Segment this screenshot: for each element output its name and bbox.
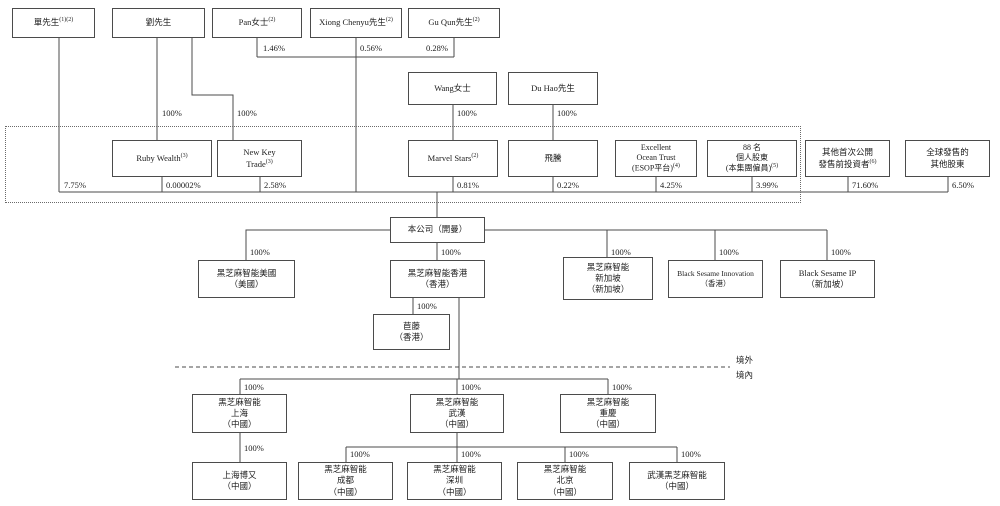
- pct-shanghai-to-boyou: 100%: [244, 443, 264, 453]
- pct-esop-trust: 4.25%: [660, 180, 682, 190]
- box-bst-shanghai: 黑芝麻智能 上海 （中國）: [192, 394, 287, 433]
- pct-shan-direct: 7.75%: [64, 180, 86, 190]
- pct-to-wuhan-black-sesame: 100%: [681, 449, 701, 459]
- pct-to-shenzhen: 100%: [461, 449, 481, 459]
- box-mr-gu-qun: Gu Qun先生(2): [408, 8, 500, 38]
- pct-to-chengdu: 100%: [350, 449, 370, 459]
- box-mr-shan: 單先生(1)(2): [12, 8, 95, 38]
- pct-hk-to-kuteng: 100%: [417, 301, 437, 311]
- box-ms-pan: Pan女士(2): [212, 8, 302, 38]
- box-bst-us: 黑芝麻智能美國 （美國）: [198, 260, 295, 298]
- box-other-global-offering-shareholders: 全球發售的 其他股東: [905, 140, 990, 177]
- box-marvel-stars: Marvel Stars(2): [408, 140, 498, 177]
- pct-company-to-singapore: 100%: [611, 247, 631, 257]
- onshore-label: 境內: [736, 370, 754, 380]
- pct-ruby-wealth: 0.00002%: [166, 180, 201, 190]
- pct-liu-to-new-key-trade: 100%: [237, 108, 257, 118]
- box-88-individual-shareholders: 88 名 個人股東 (本集團僱員)(5): [707, 140, 797, 177]
- pct-wang-to-marvel-stars: 100%: [457, 108, 477, 118]
- pct-feiteng: 0.22%: [557, 180, 579, 190]
- pct-to-wuhan: 100%: [461, 382, 481, 392]
- box-bst-hk: 黑芝麻智能香港 （香港）: [390, 260, 485, 298]
- pct-pan: 1.46%: [263, 43, 285, 53]
- box-wuhan-black-sesame: 武漢黑芝麻智能 （中國）: [629, 462, 725, 500]
- pct-to-beijing: 100%: [569, 449, 589, 459]
- pct-marvel-stars: 0.81%: [457, 180, 479, 190]
- box-excellent-ocean-trust-esop: Excellent Ocean Trust (ESOP平台)(4): [615, 140, 697, 177]
- box-ms-wang: Wang女士: [408, 72, 497, 105]
- pct-company-to-bsip: 100%: [831, 247, 851, 257]
- box-bst-wuhan: 黑芝麻智能 武漢 （中國）: [410, 394, 504, 433]
- box-bst-chengdu: 黑芝麻智能 成都 （中國）: [298, 462, 393, 500]
- box-bst-beijing: 黑芝麻智能 北京 （中國）: [517, 462, 613, 500]
- pct-xiong: 0.56%: [360, 43, 382, 53]
- pct-pre-ipo-investors: 71.60%: [852, 180, 879, 190]
- offshore-label: 境外: [736, 355, 754, 365]
- pct-to-shanghai: 100%: [244, 382, 264, 392]
- box-black-sesame-innovation: Black Sesame Innovation （香港）: [668, 260, 763, 298]
- controlling-shareholder-group-outline: [5, 126, 801, 203]
- box-kuteng-hk: 苣藤 （香港）: [373, 314, 450, 350]
- box-mr-xiong-chenyu: Xiong Chenyu先生(2): [310, 8, 402, 38]
- pct-duhao-to-feiteng: 100%: [557, 108, 577, 118]
- pct-liu-to-ruby-wealth: 100%: [162, 108, 182, 118]
- box-ruby-wealth: Ruby Wealth(3): [112, 140, 212, 177]
- box-bst-shenzhen: 黑芝麻智能 深圳 （中國）: [407, 462, 502, 500]
- box-mr-liu: 劉先生: [112, 8, 205, 38]
- box-new-key-trade: New Key Trade(3): [217, 140, 302, 177]
- box-other-pre-ipo-investors: 其他首次公開 發售前投資者(6): [805, 140, 890, 177]
- pct-gu: 0.28%: [426, 43, 448, 53]
- pct-88-shareholders: 3.99%: [756, 180, 778, 190]
- pct-company-to-hk: 100%: [441, 247, 461, 257]
- pct-company-to-us: 100%: [250, 247, 270, 257]
- box-mr-du-hao: Du Hao先生: [508, 72, 598, 105]
- box-company-cayman: 本公司（開曼）: [390, 217, 485, 243]
- box-shanghai-boyou: 上海博又 （中國）: [192, 462, 287, 500]
- pct-global-offering: 6.50%: [952, 180, 974, 190]
- box-black-sesame-ip: Black Sesame IP （新加坡）: [780, 260, 875, 298]
- box-feiteng: 飛騰: [508, 140, 598, 177]
- box-bst-chongqing: 黑芝麻智能 重慶 （中國）: [560, 394, 656, 433]
- pct-company-to-bsi: 100%: [719, 247, 739, 257]
- box-bst-singapore: 黑芝麻智能 新加坡 （新加坡）: [563, 257, 653, 300]
- pct-to-chongqing: 100%: [612, 382, 632, 392]
- pct-new-key-trade: 2.58%: [264, 180, 286, 190]
